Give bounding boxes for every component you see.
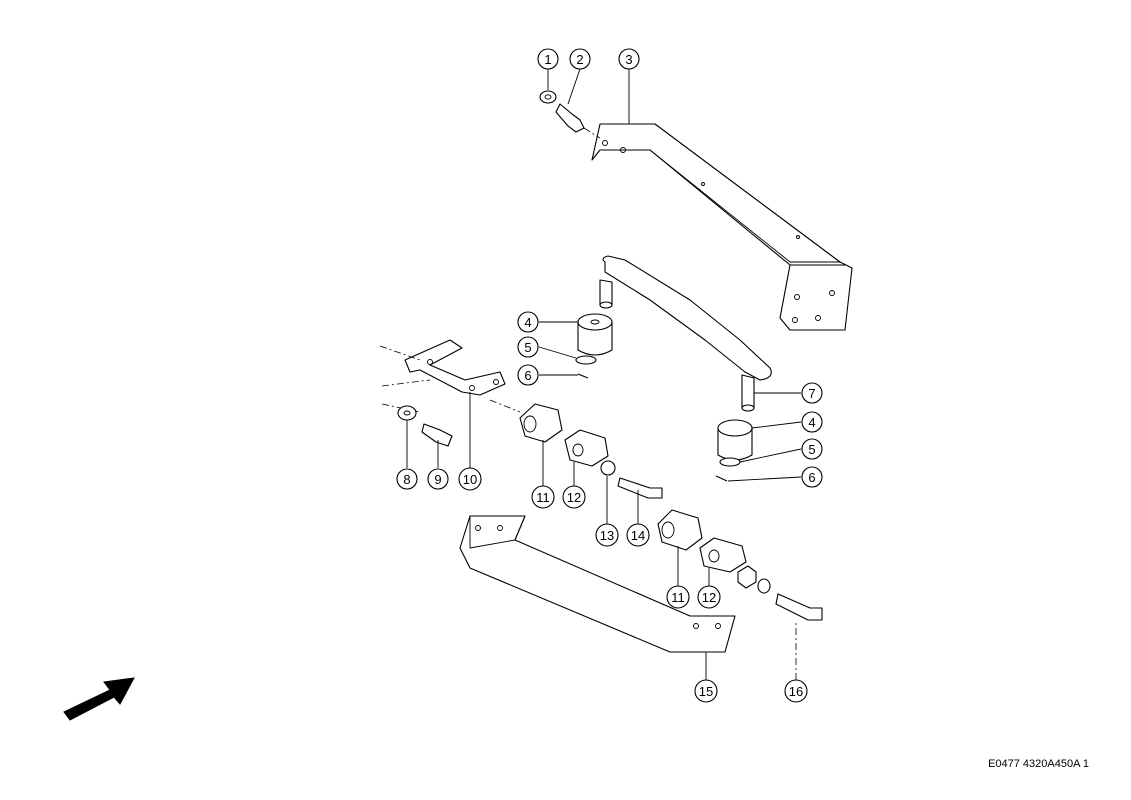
svg-text:11: 11: [536, 490, 550, 505]
callouts: 1 2 3 4 5 6 7 4 5 6 8 9 10 11 12 13 14 1…: [396, 48, 823, 703]
lower-bracket: [459, 515, 736, 653]
washer-13: [600, 460, 616, 476]
callout-3: 3: [618, 48, 640, 70]
callout-11: 11: [531, 485, 555, 509]
link-arm: [599, 255, 772, 412]
callout-13: 13: [595, 523, 619, 547]
callout-9: 9: [427, 468, 449, 490]
callout-2: 2: [569, 48, 591, 70]
callout-5b: 5: [801, 438, 823, 460]
svg-text:8: 8: [403, 472, 410, 487]
svg-text:14: 14: [631, 528, 645, 543]
bushing-upper: [577, 313, 613, 356]
callout-12b: 12: [697, 585, 721, 609]
svg-text:5: 5: [524, 340, 531, 355]
callout-11b: 11: [666, 585, 690, 609]
callout-7: 7: [801, 382, 823, 404]
svg-text:13: 13: [600, 528, 614, 543]
callout-8: 8: [396, 468, 418, 490]
drawing-reference: E0477 4320A450A 1: [988, 758, 1089, 770]
svg-text:12: 12: [702, 590, 716, 605]
clamp-11-lower: [657, 509, 703, 551]
pin-6-upper: [577, 373, 589, 379]
svg-text:16: 16: [789, 684, 803, 699]
clamp-12-lower: [699, 537, 747, 573]
svg-text:10: 10: [463, 472, 477, 487]
svg-text:9: 9: [434, 472, 441, 487]
mounting-bracket: [379, 339, 521, 413]
callout-1: 1: [537, 48, 559, 70]
callout-6b: 6: [801, 466, 823, 488]
svg-text:7: 7: [808, 386, 815, 401]
bolt-9: [421, 423, 453, 447]
svg-text:11: 11: [671, 590, 685, 605]
callout-10: 10: [458, 467, 482, 491]
callout-15: 15: [694, 679, 718, 703]
pin-6-lower: [715, 475, 728, 482]
washer-lower: [757, 578, 771, 594]
svg-text:3: 3: [625, 52, 632, 67]
svg-text:4: 4: [524, 315, 531, 330]
callout-4: 4: [517, 311, 539, 333]
leader-lines: [406, 68, 802, 680]
washer-1: [539, 90, 557, 104]
callout-4b: 4: [801, 411, 823, 433]
callout-6: 6: [517, 364, 539, 386]
bolt-14: [617, 477, 663, 499]
svg-text:2: 2: [576, 52, 583, 67]
upper-bracket: [591, 123, 853, 331]
bushing-lower: [717, 419, 753, 461]
bolt-16: [775, 593, 823, 621]
svg-text:5: 5: [808, 442, 815, 457]
svg-text:12: 12: [567, 490, 581, 505]
clamp-12-upper: [564, 429, 609, 467]
callout-12: 12: [562, 485, 586, 509]
callout-5: 5: [517, 336, 539, 358]
callout-16: 16: [784, 679, 808, 703]
svg-text:1: 1: [544, 52, 551, 67]
svg-text:4: 4: [808, 415, 815, 430]
bolt-2: [555, 103, 601, 139]
callout-14: 14: [626, 523, 650, 547]
washer-8: [397, 405, 417, 421]
clamp-11-upper: [519, 403, 563, 443]
direction-arrow-icon: [63, 677, 135, 721]
nut: [737, 565, 757, 589]
washer-5-lower: [719, 457, 741, 467]
svg-text:15: 15: [699, 684, 713, 699]
svg-text:6: 6: [524, 368, 531, 383]
washer-5-upper: [575, 355, 597, 365]
svg-text:6: 6: [808, 470, 815, 485]
